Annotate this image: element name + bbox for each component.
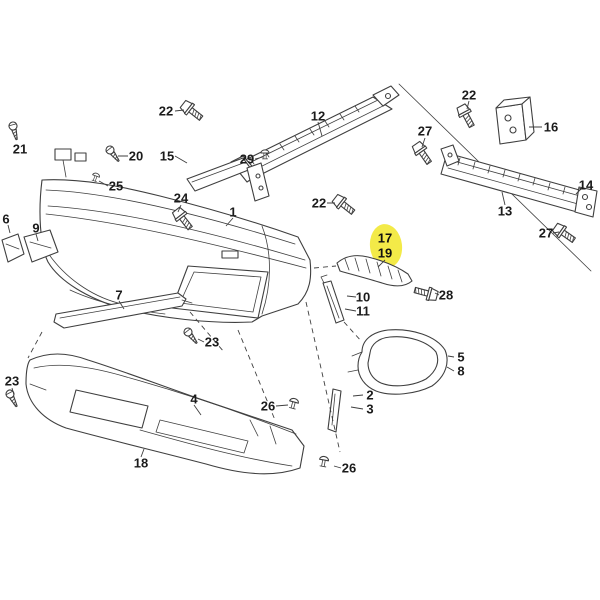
bracket-16-drawing (495, 96, 535, 145)
screw-23-icon (4, 388, 21, 409)
screw-23-icon (181, 325, 201, 347)
clip-26-icon (287, 396, 300, 410)
bolt-27-icon (550, 221, 579, 247)
clip-25-icon (90, 171, 101, 183)
bolt-22-icon (454, 102, 479, 130)
highlight-marker (369, 224, 403, 268)
clip-26-icon (317, 455, 330, 468)
bolt-22-icon (330, 192, 358, 218)
strip-10-11-drawing (320, 274, 345, 324)
leader-lines (7, 100, 582, 469)
left-stay-9-drawing (23, 229, 59, 263)
screw-20-icon (103, 143, 123, 165)
grille-5-8-drawing (347, 329, 448, 395)
screw-21-icon (7, 120, 22, 142)
assembly-dashed-lines (27, 265, 363, 453)
beam-stiffener-15-drawing (186, 157, 270, 202)
strip-2-3-drawing (327, 388, 342, 433)
lower-strip-7-drawing (53, 292, 193, 329)
bolt-22-icon (178, 98, 206, 124)
right-beam-13-drawing (440, 144, 598, 218)
lower-skirt-18-drawing (25, 353, 305, 475)
left-stay-6-drawing (1, 233, 25, 263)
bolt-28-icon (412, 283, 440, 303)
bracket-17-19-drawing (336, 255, 413, 287)
bumper-cover-drawing (39, 148, 312, 323)
